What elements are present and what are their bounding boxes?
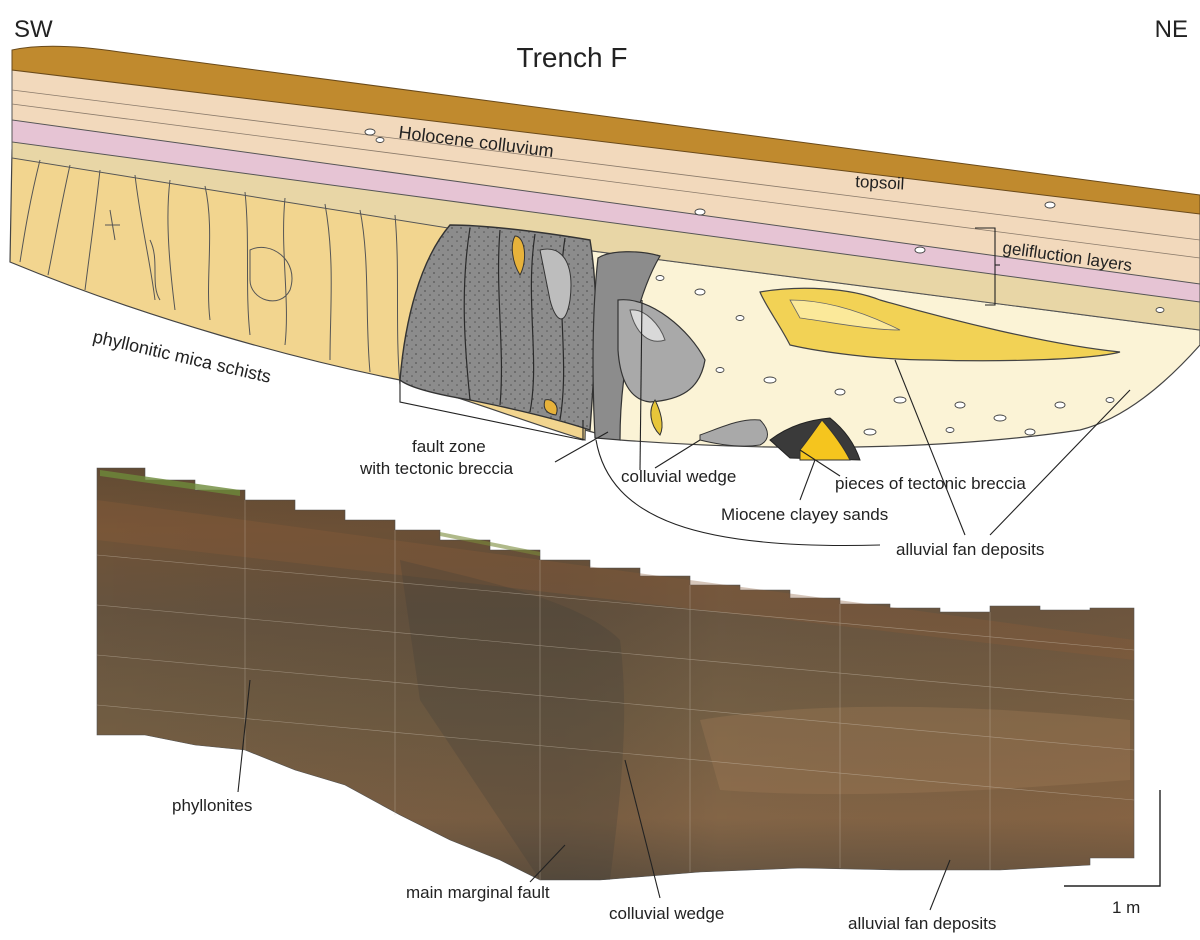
label-alluvial-fan: alluvial fan deposits <box>896 540 1044 559</box>
label-miocene: Miocene clayey sands <box>721 505 888 524</box>
label-fault-zone-2: with tectonic breccia <box>359 459 514 478</box>
label-breccia-pieces: pieces of tectonic breccia <box>835 474 1026 493</box>
sw-label: SW <box>14 16 53 43</box>
scale-bar-label: 1 m <box>1112 898 1140 917</box>
label-colluvial-wedge: colluvial wedge <box>621 467 736 486</box>
photo-label-phyllonites: phyllonites <box>172 796 252 815</box>
trench-log: SW NE Trench F topsoil Holocene colluviu… <box>10 16 1200 559</box>
label-fault-zone-1: fault zone <box>412 437 486 456</box>
label-topsoil: topsoil <box>855 172 905 194</box>
trench-photo: phyllonites main marginal fault colluvia… <box>97 468 1160 933</box>
photo-label-marginal-fault: main marginal fault <box>406 883 550 902</box>
photo-label-alluvial-fan: alluvial fan deposits <box>848 914 996 933</box>
figure-title: Trench F <box>517 42 628 73</box>
photo-label-colluvial-wedge: colluvial wedge <box>609 904 724 923</box>
ne-label: NE <box>1155 16 1188 43</box>
